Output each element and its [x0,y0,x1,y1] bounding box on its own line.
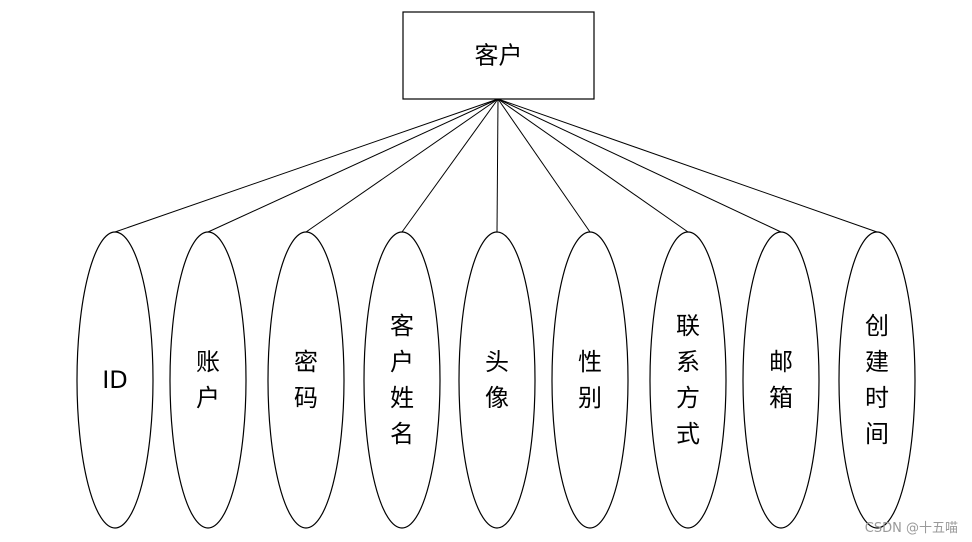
attribute-label: 密码 [294,348,318,412]
connector-email [497,98,782,233]
attribute-ellipse [363,231,441,529]
attribute-label: ID [102,366,128,394]
entity-label: 客户 [475,42,523,70]
entity-box [402,11,595,100]
attribute-label: 头像 [485,348,509,412]
attribute-label: 性别 [578,348,602,412]
attribute-ellipse [551,231,629,529]
connector-customer-name [401,98,499,233]
connector-contact [497,98,689,233]
attribute-created-time: 创建时间 [838,231,916,529]
attribute-ellipse [169,231,247,529]
attributes: ID 账户 密码 客户姓名 头像 性别 联系方式 邮箱 创建时间 [76,231,916,529]
attribute-password: 密码 [267,231,345,529]
watermark: CSDN @十五喵 [864,521,958,536]
entity-customer: 客户 [402,11,595,100]
attribute-email: 邮箱 [742,231,820,529]
connector-gender [497,98,591,233]
attribute-label: 创建时间 [865,312,889,448]
attribute-ellipse [742,231,820,529]
attribute-account: 账户 [169,231,247,529]
connectors [114,98,878,233]
attribute-ellipse [649,231,727,529]
attribute-label: 联系方式 [676,312,700,448]
connector-password [305,98,499,233]
connector-id [114,98,499,233]
attribute-label: 邮箱 [769,348,793,412]
connector-account [207,98,499,233]
attribute-ellipse [458,231,536,529]
attribute-ellipse [267,231,345,529]
attribute-id: ID [76,231,154,529]
attribute-avatar: 头像 [458,231,536,529]
attribute-customer-name: 客户姓名 [363,231,441,529]
attribute-ellipse [838,231,916,529]
attribute-contact: 联系方式 [649,231,727,529]
attribute-gender: 性别 [551,231,629,529]
attribute-label: 客户姓名 [390,312,414,448]
attribute-ellipse [76,231,154,529]
attribute-label: 账户 [196,348,220,412]
connector-avatar [496,98,499,233]
connector-created-time [497,98,878,233]
